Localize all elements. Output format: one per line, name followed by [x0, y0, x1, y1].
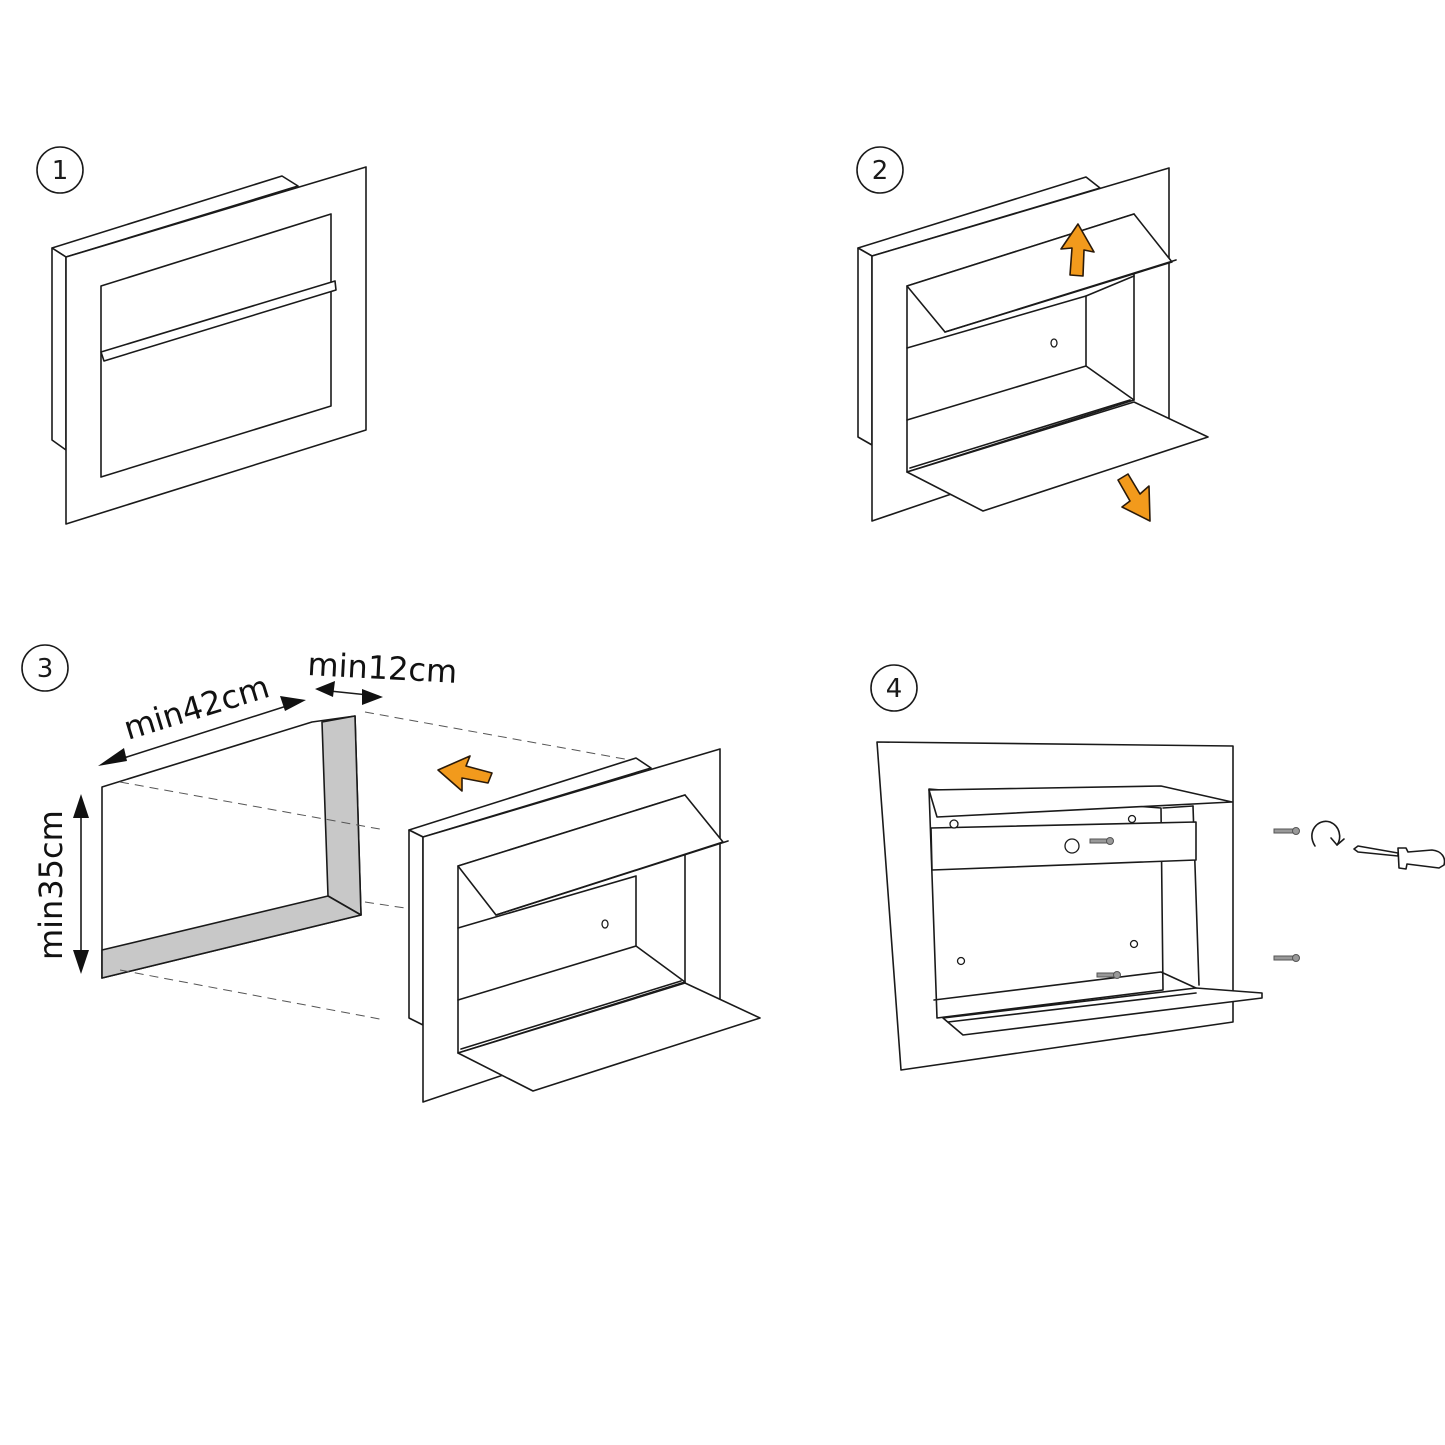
- step-1-badge: 1: [36, 146, 84, 194]
- screw-icon: [1273, 827, 1300, 835]
- step-1: 1: [36, 146, 367, 525]
- wall-niche: [101, 711, 631, 1021]
- screw-icon: [1096, 971, 1121, 979]
- height-label: min35cm: [32, 810, 70, 960]
- arrow-up-icon: [1060, 223, 1095, 277]
- screw-icon: [1089, 837, 1114, 845]
- step-number: 3: [37, 654, 54, 684]
- step-number: 1: [52, 156, 69, 186]
- mailbox-open: [857, 167, 1209, 522]
- dimension-depth: min12cm: [307, 645, 459, 705]
- step-2-badge: 2: [856, 146, 904, 194]
- depth-label: min12cm: [307, 645, 459, 691]
- step-number: 4: [886, 674, 903, 704]
- mailbox-closed: [51, 166, 367, 525]
- dimension-height: min35cm: [32, 794, 89, 974]
- width-label: min42cm: [119, 668, 273, 748]
- step-2: 2: [856, 146, 1209, 522]
- arrow-left-icon: [437, 755, 493, 792]
- mailbox-open-insert: [408, 748, 761, 1103]
- step-4-badge: 4: [870, 664, 918, 712]
- screwdriver-icon: [1353, 845, 1445, 870]
- step-4: 4: [870, 664, 1445, 1071]
- step-3: 3 min42cm min12cm min35cm: [21, 644, 761, 1103]
- rotate-clockwise-icon: [1311, 820, 1345, 847]
- arrow-down-right-icon: [1117, 473, 1151, 522]
- screw-icon: [1273, 954, 1300, 962]
- step-number: 2: [872, 156, 889, 186]
- mailbox-installed: [876, 741, 1263, 1071]
- step-3-badge: 3: [21, 644, 69, 692]
